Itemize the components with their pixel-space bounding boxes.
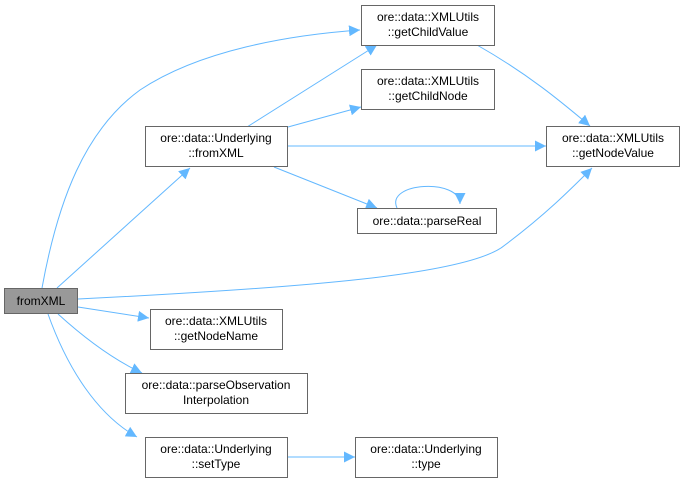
edge-underlying-getchildvalue	[246, 44, 378, 128]
node-underlying-fromxml[interactable]: ore::data::Underlying ::fromXML	[145, 126, 288, 167]
node-getnodename[interactable]: ore::data::XMLUtils ::getNodeName	[150, 309, 283, 350]
edge-fromxml-getnodevalue	[77, 167, 593, 300]
node-label: ore::data::parseObservation	[142, 378, 291, 392]
node-label: ore::data::Underlying	[160, 131, 271, 145]
edge-parsereal-self	[395, 186, 466, 209]
node-label: ore::data::parseReal	[373, 214, 482, 228]
node-settype[interactable]: ore::data::Underlying ::setType	[145, 437, 288, 478]
node-label: ::getChildNode	[388, 89, 468, 103]
edges	[41, 25, 593, 463]
node-label: ::type	[411, 457, 441, 471]
node-label: ::fromXML	[188, 146, 244, 160]
node-getchildnode[interactable]: ore::data::XMLUtils ::getChildNode	[361, 69, 495, 110]
node-label: ore::data::XMLUtils	[377, 74, 479, 88]
node-label: fromXML	[17, 294, 66, 308]
node-parseobservationinterpolation[interactable]: ore::data::parseObservation Interpolatio…	[125, 373, 308, 414]
edge-underlying-getchildnode	[287, 104, 362, 128]
node-label: ::setType	[192, 457, 241, 471]
node-label: ore::data::Underlying	[160, 442, 271, 456]
node-getchildvalue[interactable]: ore::data::XMLUtils ::getChildValue	[361, 5, 495, 46]
node-type[interactable]: ore::data::Underlying ::type	[355, 437, 498, 478]
edge-fromxml-getnodename	[77, 306, 150, 322]
node-label: ::getNodeValue	[572, 146, 654, 160]
edge-fromxml-parseobs	[57, 313, 143, 374]
node-parsereal[interactable]: ore::data::parseReal	[357, 208, 497, 234]
node-getnodevalue[interactable]: ore::data::XMLUtils ::getNodeValue	[546, 126, 680, 167]
node-label: ::getNodeName	[174, 329, 258, 343]
edge-fromxml-getchildvalue	[41, 25, 361, 289]
edge-fromxml-underlying-fromxml	[56, 167, 191, 289]
node-label: Interpolation	[183, 393, 249, 407]
node-label: ore::data::Underlying	[370, 442, 481, 456]
node-label: ::getChildValue	[388, 25, 469, 39]
node-label: ore::data::XMLUtils	[562, 131, 664, 145]
edge-underlying-parsereal	[273, 166, 378, 210]
node-fromxml[interactable]: fromXML	[4, 288, 78, 314]
node-label: ore::data::XMLUtils	[377, 10, 479, 24]
edge-getchildvalue-getnodevalue	[476, 44, 591, 127]
edge-fromxml-settype	[47, 313, 138, 438]
node-label: ore::data::XMLUtils	[165, 314, 267, 328]
